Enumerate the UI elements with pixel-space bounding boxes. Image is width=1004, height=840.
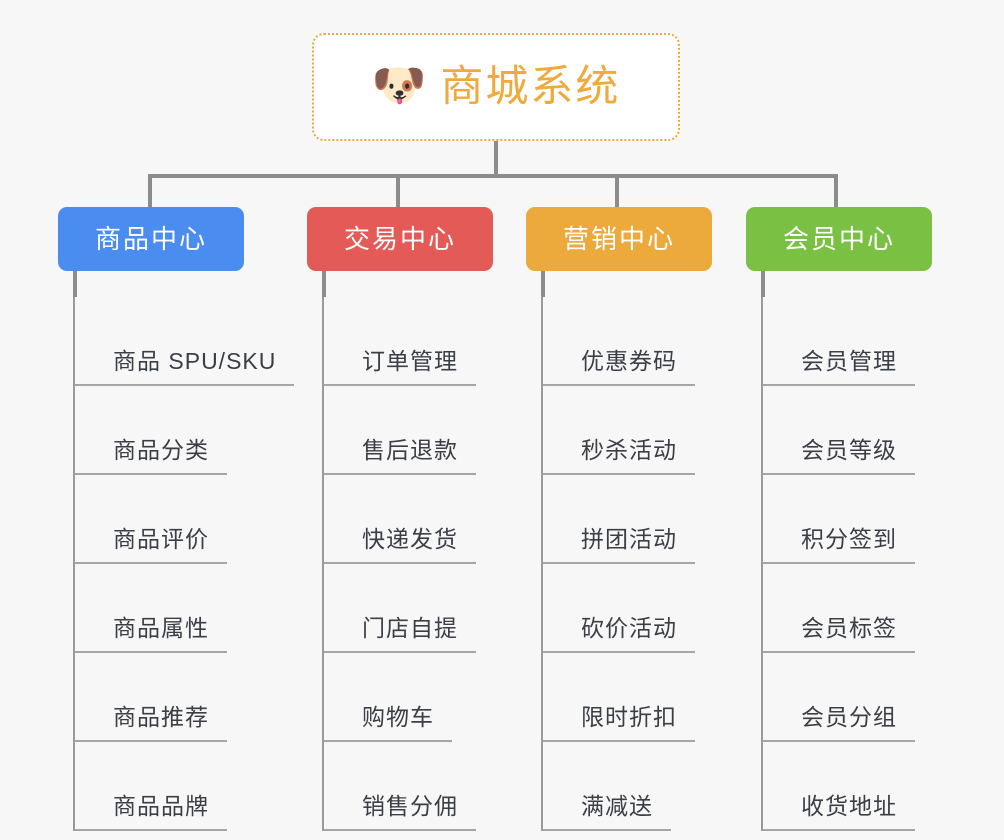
list-item-label: 收货地址 xyxy=(763,795,915,831)
list-item[interactable]: 积分签到 xyxy=(763,475,932,564)
list-item-label: 商品分类 xyxy=(75,439,227,475)
branch-header-marketing-center[interactable]: 营销中心 xyxy=(526,207,712,271)
root-title: 商城系统 xyxy=(440,62,621,111)
list-item[interactable]: 购物车 xyxy=(324,653,493,742)
branch-stem-connector xyxy=(761,271,765,297)
trunk-drop-connector-3 xyxy=(615,174,619,210)
list-item[interactable]: 售后退款 xyxy=(324,386,493,475)
branch-item-list: 优惠券码 秒杀活动 拼团活动 砍价活动 限时折扣 满减送 xyxy=(541,297,712,831)
branch-header-member-center[interactable]: 会员中心 xyxy=(746,207,932,271)
list-item[interactable]: 满减送 xyxy=(543,742,712,831)
list-item[interactable]: 会员等级 xyxy=(763,386,932,475)
list-item[interactable]: 商品 SPU/SKU xyxy=(75,297,295,386)
branch-header-label: 营销中心 xyxy=(562,224,675,254)
list-item-label: 积分签到 xyxy=(763,528,915,564)
list-item-label: 会员管理 xyxy=(763,350,915,386)
list-item[interactable]: 门店自提 xyxy=(324,564,493,653)
list-item-label: 售后退款 xyxy=(324,439,476,475)
trunk-drop-connector-2 xyxy=(396,174,400,210)
list-item[interactable]: 砍价活动 xyxy=(543,564,712,653)
list-item-label: 商品评价 xyxy=(75,528,227,564)
branch-trade-center: 交易中心 订单管理 售后退款 快递发货 门店自提 购物车 销售分佣 xyxy=(307,207,493,831)
list-item[interactable]: 限时折扣 xyxy=(543,653,712,742)
list-item-label: 商品属性 xyxy=(75,617,227,653)
list-item[interactable]: 商品推荐 xyxy=(75,653,244,742)
list-item[interactable]: 秒杀活动 xyxy=(543,386,712,475)
branch-stem-connector xyxy=(322,271,326,297)
trunk-drop-connector-1 xyxy=(148,174,152,210)
list-item[interactable]: 会员管理 xyxy=(763,297,932,386)
list-item-label: 购物车 xyxy=(324,706,452,742)
list-item-label: 快递发货 xyxy=(324,528,476,564)
list-item-label: 销售分佣 xyxy=(324,795,476,831)
list-item-label: 门店自提 xyxy=(324,617,476,653)
trunk-drop-connector-4 xyxy=(834,174,838,210)
list-item[interactable]: 拼团活动 xyxy=(543,475,712,564)
list-item-label: 会员标签 xyxy=(763,617,915,653)
list-item-label: 商品 SPU/SKU xyxy=(75,350,295,386)
branch-header-trade-center[interactable]: 交易中心 xyxy=(307,207,493,271)
branch-stem-connector xyxy=(73,271,77,297)
list-item[interactable]: 快递发货 xyxy=(324,475,493,564)
list-item-label: 秒杀活动 xyxy=(543,439,695,475)
dog-face-icon: 🐶 xyxy=(371,61,427,110)
list-item-label: 优惠券码 xyxy=(543,350,695,386)
list-item-label: 商品推荐 xyxy=(75,706,227,742)
list-item-label: 订单管理 xyxy=(324,350,476,386)
branch-stem-connector xyxy=(541,271,545,297)
list-item[interactable]: 商品评价 xyxy=(75,475,244,564)
branch-header-label: 交易中心 xyxy=(343,224,456,254)
list-item-label: 会员等级 xyxy=(763,439,915,475)
list-item-label: 满减送 xyxy=(543,795,671,831)
branch-item-list: 订单管理 售后退款 快递发货 门店自提 购物车 销售分佣 xyxy=(322,297,493,831)
branch-item-list: 会员管理 会员等级 积分签到 会员标签 会员分组 收货地址 xyxy=(761,297,932,831)
list-item[interactable]: 商品属性 xyxy=(75,564,244,653)
list-item-label: 会员分组 xyxy=(763,706,915,742)
list-item-label: 砍价活动 xyxy=(543,617,695,653)
branch-product-center: 商品中心 商品 SPU/SKU 商品分类 商品评价 商品属性 商品推荐 商品品牌 xyxy=(58,207,295,831)
list-item-label: 拼团活动 xyxy=(543,528,695,564)
branch-member-center: 会员中心 会员管理 会员等级 积分签到 会员标签 会员分组 收货地址 xyxy=(746,207,932,831)
list-item-label: 限时折扣 xyxy=(543,706,695,742)
list-item[interactable]: 会员标签 xyxy=(763,564,932,653)
list-item[interactable]: 商品分类 xyxy=(75,386,244,475)
branch-header-label: 会员中心 xyxy=(782,224,895,254)
list-item[interactable]: 商品品牌 xyxy=(75,742,244,831)
list-item[interactable]: 收货地址 xyxy=(763,742,932,831)
list-item[interactable]: 会员分组 xyxy=(763,653,932,742)
root-node[interactable]: 🐶 商城系统 xyxy=(312,33,680,141)
list-item[interactable]: 优惠券码 xyxy=(543,297,712,386)
list-item[interactable]: 订单管理 xyxy=(324,297,493,386)
list-item-label: 商品品牌 xyxy=(75,795,227,831)
branch-header-label: 商品中心 xyxy=(94,224,207,254)
trunk-bus-connector xyxy=(148,174,838,178)
branch-marketing-center: 营销中心 优惠券码 秒杀活动 拼团活动 砍价活动 限时折扣 满减送 xyxy=(526,207,712,831)
branch-header-product-center[interactable]: 商品中心 xyxy=(58,207,244,271)
trunk-stem-connector xyxy=(494,141,498,177)
branch-item-list: 商品 SPU/SKU 商品分类 商品评价 商品属性 商品推荐 商品品牌 xyxy=(73,297,295,831)
list-item[interactable]: 销售分佣 xyxy=(324,742,493,831)
